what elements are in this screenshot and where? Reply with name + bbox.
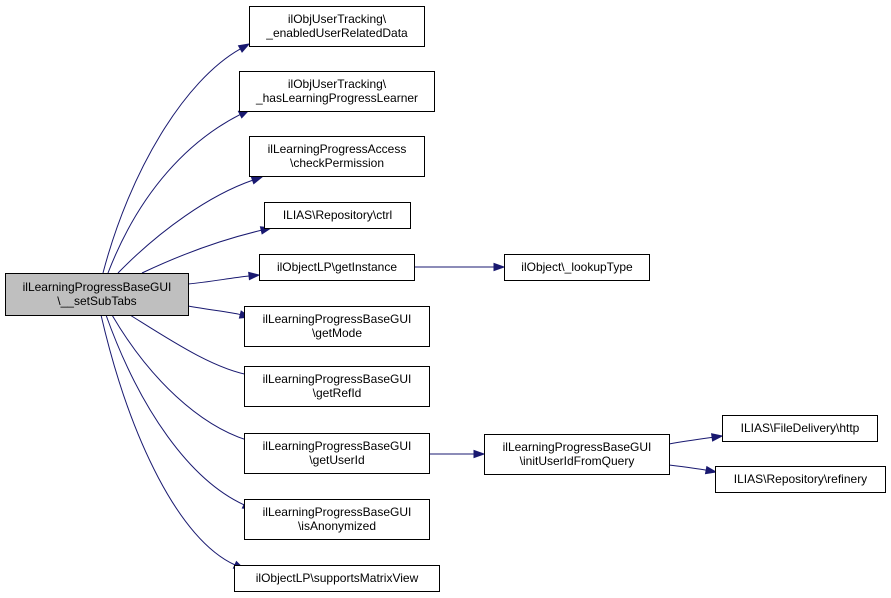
arrowhead-icon bbox=[711, 433, 724, 442]
node-n3[interactable]: ilLearningProgressAccess\checkPermission bbox=[249, 136, 425, 177]
edge-line bbox=[105, 314, 245, 506]
node-box bbox=[264, 202, 411, 229]
node-label: ilLearningProgressBaseGUI bbox=[263, 439, 412, 453]
node-box bbox=[722, 415, 878, 442]
node-label: ilLearningProgressBaseGUI bbox=[23, 280, 172, 294]
node-box bbox=[259, 254, 415, 281]
node-n13[interactable]: ILIAS\FileDelivery\http bbox=[722, 415, 878, 442]
node-n6[interactable]: ilLearningProgressBaseGUI\getMode bbox=[244, 306, 430, 347]
node-label: ilObjectLP\supportsMatrixView bbox=[256, 571, 419, 585]
arrowhead-icon bbox=[493, 262, 506, 272]
node-n11[interactable]: ilObject\_lookupType bbox=[504, 254, 650, 281]
edge-line bbox=[117, 179, 253, 274]
edge-root-n9 bbox=[105, 314, 255, 510]
node-label: \isAnonymized bbox=[298, 519, 376, 533]
edge-line bbox=[111, 314, 247, 441]
node-label: ILIAS\Repository\refinery bbox=[734, 472, 867, 486]
node-n8[interactable]: ilLearningProgressBaseGUI\getUserId bbox=[244, 433, 430, 474]
node-label: ilObject\_lookupType bbox=[521, 260, 633, 274]
arrowhead-icon bbox=[248, 271, 261, 281]
node-label: ILIAS\Repository\ctrl bbox=[283, 208, 392, 222]
node-label: ilObjectLP\getInstance bbox=[277, 260, 397, 274]
node-label: ilLearningProgressBaseGUI bbox=[263, 505, 412, 519]
arrowhead-icon bbox=[237, 43, 251, 53]
edge-line bbox=[141, 229, 262, 274]
edge-n12-n14 bbox=[668, 464, 718, 475]
node-n10[interactable]: ilObjectLP\supportsMatrixView bbox=[234, 565, 440, 592]
node-n9[interactable]: ilLearningProgressBaseGUI\isAnonymized bbox=[244, 499, 430, 540]
edge-root-n5 bbox=[187, 271, 261, 285]
node-n14[interactable]: ILIAS\Repository\refinery bbox=[715, 466, 886, 493]
arrowhead-icon bbox=[473, 449, 486, 459]
root-node[interactable]: ilLearningProgressBaseGUI\__setSubTabs bbox=[5, 273, 189, 316]
node-box bbox=[5, 273, 189, 316]
edge-line bbox=[100, 314, 236, 566]
node-label: ilLearningProgressBaseGUI bbox=[263, 312, 412, 326]
nodes-layer: ilLearningProgressBaseGUI\__setSubTabsil… bbox=[5, 6, 886, 592]
node-label: ilObjUserTracking\ bbox=[288, 77, 387, 91]
node-label: ILIAS\FileDelivery\http bbox=[741, 421, 860, 435]
node-label: \__setSubTabs bbox=[57, 294, 136, 308]
node-box bbox=[484, 434, 670, 475]
node-label: ilLearningProgressBaseGUI bbox=[263, 372, 412, 386]
node-n4[interactable]: ILIAS\Repository\ctrl bbox=[264, 202, 411, 229]
node-box bbox=[715, 466, 886, 493]
node-box bbox=[504, 254, 650, 281]
edge-line bbox=[668, 464, 707, 471]
edge-root-n3 bbox=[117, 176, 264, 274]
node-box bbox=[244, 306, 430, 347]
edge-root-n10 bbox=[100, 314, 246, 570]
node-box bbox=[244, 433, 430, 474]
node-label: ilLearningProgressBaseGUI bbox=[503, 440, 652, 454]
node-n5[interactable]: ilObjectLP\getInstance bbox=[259, 254, 415, 281]
node-box bbox=[244, 499, 430, 540]
node-n7[interactable]: ilLearningProgressBaseGUI\getRefId bbox=[244, 366, 430, 407]
node-label: \checkPermission bbox=[290, 156, 384, 170]
node-box bbox=[239, 71, 435, 112]
edge-root-n6 bbox=[187, 305, 252, 319]
node-n2[interactable]: ilObjUserTracking\_hasLearningProgressLe… bbox=[239, 71, 435, 112]
arrowhead-icon bbox=[250, 176, 264, 185]
node-label: \getUserId bbox=[309, 453, 364, 467]
node-box bbox=[249, 6, 425, 47]
edge-line bbox=[187, 305, 241, 316]
edge-n5-n11 bbox=[413, 262, 506, 272]
edge-line bbox=[129, 314, 253, 377]
node-box bbox=[234, 565, 440, 592]
node-label: \getMode bbox=[312, 326, 362, 340]
node-label: _hasLearningProgressLearner bbox=[255, 91, 418, 105]
edge-root-n1 bbox=[102, 43, 251, 274]
edge-line bbox=[187, 275, 250, 285]
node-label: _enabledUserRelatedData bbox=[265, 26, 408, 40]
node-label: ilObjUserTracking\ bbox=[288, 12, 387, 26]
node-n1[interactable]: ilObjUserTracking\_enabledUserRelatedDat… bbox=[249, 6, 425, 47]
node-label: \initUserIdFromQuery bbox=[520, 454, 635, 468]
edge-line bbox=[668, 436, 713, 445]
arrowhead-icon bbox=[704, 465, 718, 475]
node-n12[interactable]: ilLearningProgressBaseGUI\initUserIdFrom… bbox=[484, 434, 670, 475]
node-box bbox=[249, 136, 425, 177]
edge-line bbox=[102, 48, 241, 274]
node-label: \getRefId bbox=[313, 386, 362, 400]
node-box bbox=[244, 366, 430, 407]
edge-n8-n12 bbox=[428, 449, 486, 459]
edge-line bbox=[107, 114, 241, 274]
edge-root-n2 bbox=[107, 109, 251, 274]
edge-n12-n13 bbox=[668, 433, 724, 445]
node-label: ilLearningProgressAccess bbox=[268, 142, 407, 156]
